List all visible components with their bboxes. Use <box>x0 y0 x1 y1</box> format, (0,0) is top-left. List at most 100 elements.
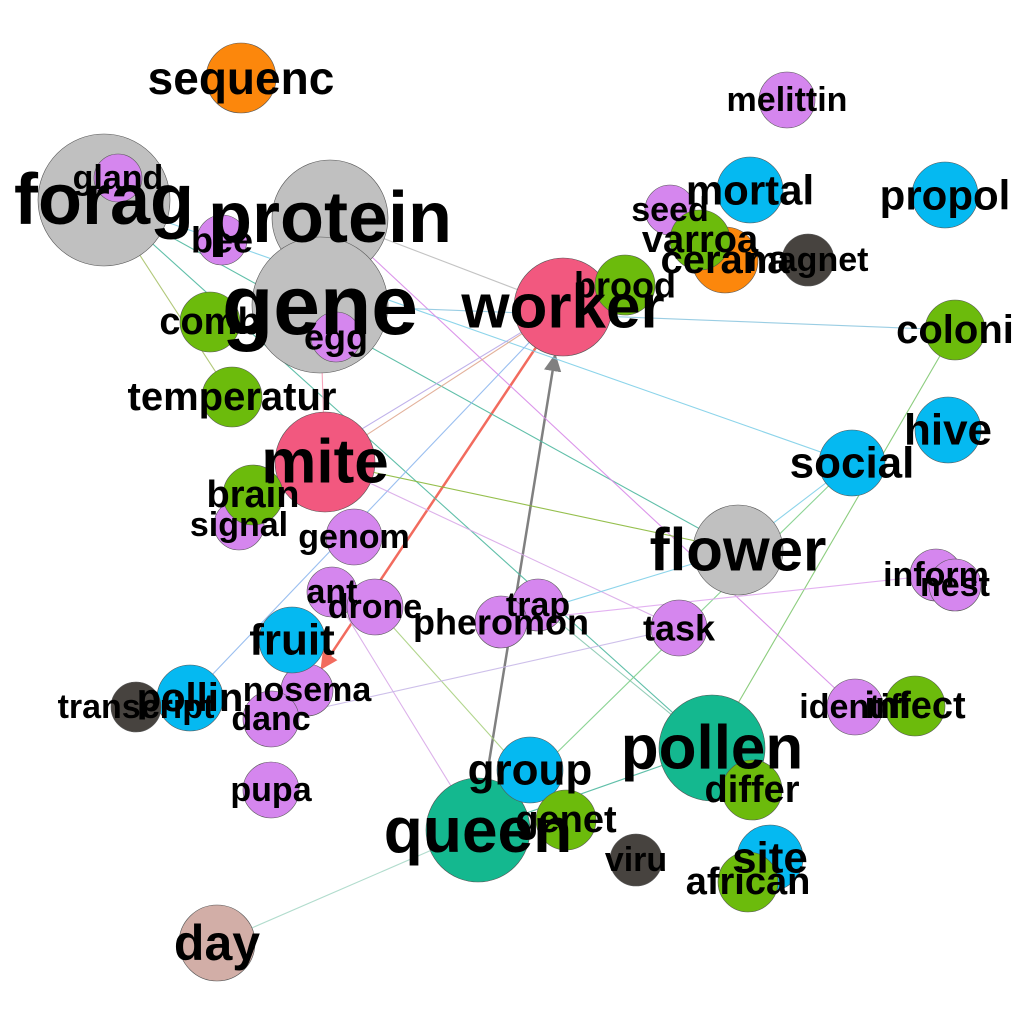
edge-forag-temperatur <box>125 232 233 398</box>
edge-forag-social <box>141 212 853 464</box>
node-drone <box>346 578 404 636</box>
edge-pheromon-inform <box>516 574 937 621</box>
node-coloni <box>924 299 986 361</box>
node-label-cerana: cerana <box>661 238 791 282</box>
node-label-african: african <box>686 861 811 903</box>
edge-gene-coloni <box>360 306 956 331</box>
node-label-danc: danc <box>231 700 310 738</box>
node-label-ant: ant <box>307 573 358 611</box>
node-label-drone: drone <box>328 588 422 626</box>
node-flower <box>692 504 784 596</box>
edge-queen-day <box>216 841 450 944</box>
node-label-magnet: magnet <box>748 241 869 279</box>
node-label-genet: genet <box>515 799 617 841</box>
node-label-temperatur: temperatur <box>128 375 337 419</box>
node-label-nest: nest <box>920 566 990 604</box>
node-label-transcript: transcript <box>58 688 215 726</box>
node-magnet <box>781 233 835 287</box>
node-label-fruit: fruit <box>249 616 335 665</box>
edge-pollen-coloni <box>727 329 956 721</box>
node-varroa <box>669 209 731 271</box>
node-label-mite: mite <box>261 428 388 497</box>
node-task <box>650 599 708 657</box>
node-propol <box>911 161 979 229</box>
node-label-inform: inform <box>883 556 989 594</box>
node-genom <box>325 508 383 566</box>
node-label-egg: egg <box>304 317 368 358</box>
node-viru <box>609 833 663 887</box>
edge-mite-flower <box>354 467 739 551</box>
node-hive <box>914 396 982 464</box>
node-comb <box>179 291 241 353</box>
node-social <box>818 429 886 497</box>
edge-mite-task <box>351 474 680 629</box>
edge-protein-identifi <box>355 241 856 708</box>
node-mortal <box>716 156 784 224</box>
nodes-layer <box>37 42 986 982</box>
node-label-task: task <box>643 608 716 649</box>
node-label-gland: gland <box>73 159 164 197</box>
node-label-forag: forag <box>14 160 194 240</box>
node-fruit <box>258 606 326 674</box>
node-label-viru: viru <box>605 841 667 879</box>
node-brood <box>594 254 656 316</box>
node-label-day: day <box>174 915 260 971</box>
node-differ <box>721 759 783 821</box>
node-nest <box>928 558 982 612</box>
node-label-pupa: pupa <box>230 771 312 809</box>
node-label-pollin: pollin <box>137 676 244 720</box>
edge-forag-flower <box>138 218 739 551</box>
node-infect <box>884 675 946 737</box>
node-label-infect: infect <box>864 685 966 727</box>
node-label-protein: protein <box>208 178 452 258</box>
node-mite <box>274 411 376 513</box>
node-identifi <box>826 678 884 736</box>
node-label-seed: seed <box>631 191 709 229</box>
node-label-sequenc: sequenc <box>148 52 335 104</box>
node-label-signal: signal <box>190 506 288 544</box>
node-label-coloni: coloni <box>896 308 1014 352</box>
node-label-differ: differ <box>705 769 800 811</box>
node-label-hive: hive <box>904 406 992 455</box>
node-genet <box>535 789 597 851</box>
node-melittin <box>758 71 816 129</box>
edge-task-danc <box>270 631 663 720</box>
node-bee <box>196 214 248 266</box>
node-label-flower: flower <box>650 517 827 584</box>
node-label-pheromon: pheromon <box>413 602 589 643</box>
node-sequenc <box>205 42 277 114</box>
node-pupa <box>242 761 300 819</box>
node-queen <box>425 777 531 883</box>
node-label-propol: propol <box>880 172 1011 219</box>
node-transcript <box>110 681 162 733</box>
node-label-melittin: melittin <box>727 81 848 119</box>
node-label-site: site <box>732 834 808 883</box>
node-label-group: group <box>468 746 593 795</box>
node-gland <box>93 153 143 203</box>
node-label-identifi: identifi <box>799 688 910 726</box>
node-egg <box>310 311 362 363</box>
node-label-gene: gene <box>222 258 418 352</box>
node-label-social: social <box>790 439 915 488</box>
node-group <box>496 736 564 804</box>
node-label-queen: queen <box>384 794 572 866</box>
node-label-pollen: pollen <box>621 714 804 783</box>
edge-queen-worker <box>481 353 562 800</box>
node-day <box>178 904 256 982</box>
edge-pollen-trap <box>537 604 688 729</box>
node-label-mortal: mortal <box>686 167 814 214</box>
node-label-comb: comb <box>159 301 260 343</box>
node-label-brood: brood <box>574 265 676 306</box>
node-pheromon <box>474 595 528 649</box>
node-label-bee: bee <box>191 220 253 261</box>
node-brain <box>222 464 284 526</box>
node-label-trap: trap <box>506 586 570 624</box>
node-label-nosema: nosema <box>243 671 373 709</box>
node-temperatur <box>201 366 263 428</box>
node-label-brain: brain <box>207 474 300 516</box>
node-african <box>717 851 779 913</box>
node-label-genom: genom <box>298 518 409 556</box>
